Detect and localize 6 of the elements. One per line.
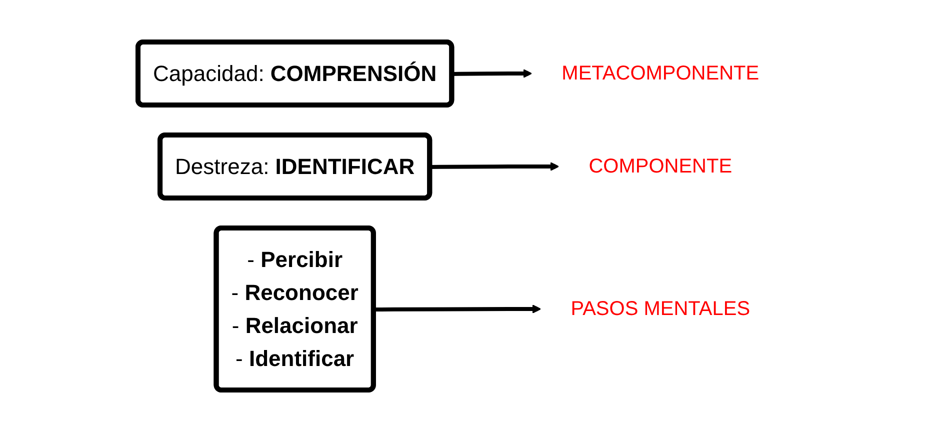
arrow	[374, 304, 542, 314]
node-text: METACOMPONENTE	[562, 62, 760, 84]
arrow	[452, 69, 533, 78]
arrow	[430, 162, 560, 171]
node-text: COMPONENTE	[589, 156, 733, 178]
node-text: PASOS MENTALES	[571, 298, 750, 320]
